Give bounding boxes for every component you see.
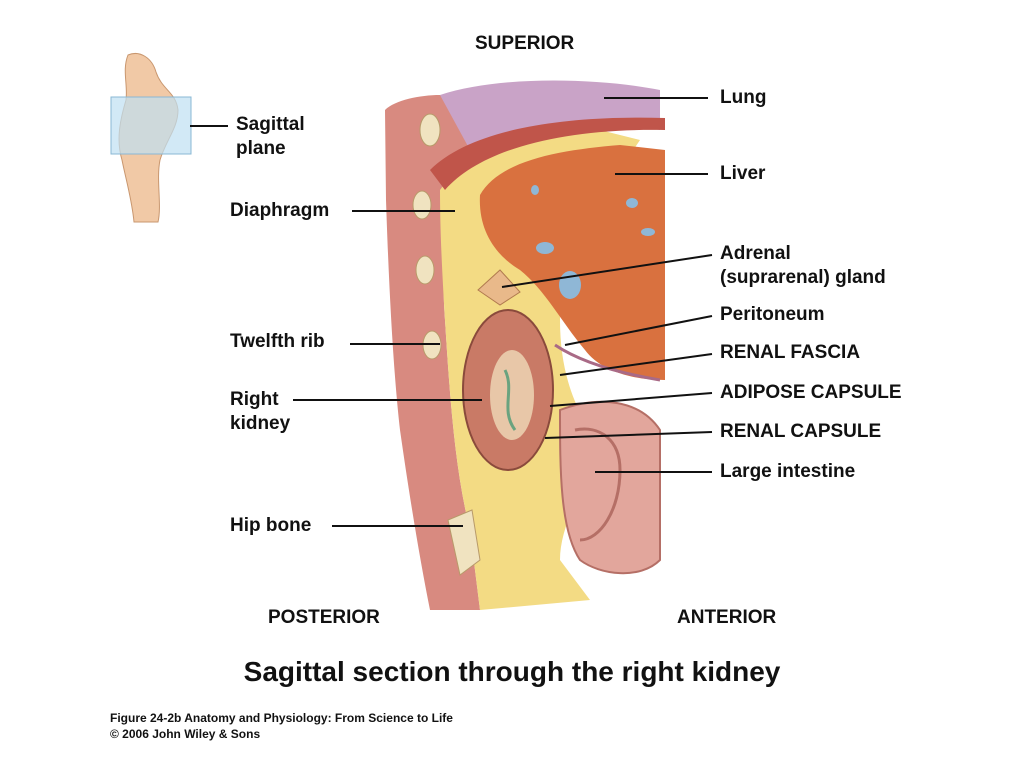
label-diaphragm: Diaphragm [230, 200, 330, 221]
label-adrenal-line2: (suprarenal) gland [720, 267, 886, 288]
orientation-superior: SUPERIOR [475, 33, 575, 54]
leader-adrenal [501, 254, 713, 288]
leader-renal-capsule [544, 431, 713, 439]
label-lung: Lung [720, 87, 767, 108]
label-renal-fascia: RENAL FASCIA [720, 342, 861, 363]
body-figure-inset [110, 53, 192, 223]
label-adipose-capsule: ADIPOSE CAPSULE [720, 382, 902, 403]
label-sagittal-line1: Sagittal [236, 114, 305, 135]
leader-renal-fascia [559, 353, 713, 376]
label-large-intestine: Large intestine [720, 461, 856, 482]
large-intestine-shape [558, 400, 661, 575]
label-peritoneum: Peritoneum [720, 304, 825, 325]
label-twelfth-rib: Twelfth rib [230, 331, 325, 352]
label-renal-capsule: RENAL CAPSULE [720, 421, 882, 442]
figure-credit-line2: © 2006 John Wiley & Sons [110, 727, 261, 741]
orientation-anterior: ANTERIOR [677, 607, 777, 628]
leader-adipose-capsule [549, 392, 713, 407]
orientation-posterior: POSTERIOR [268, 607, 380, 628]
adrenal-shape [477, 269, 521, 306]
diaphragm-band [430, 117, 665, 190]
figure-credit-line1: Figure 24-2b Anatomy and Physiology: Fro… [110, 711, 453, 725]
label-liver: Liver [720, 163, 766, 184]
leader-peritoneum [564, 315, 713, 346]
sagittal-plane-rect [110, 96, 192, 155]
label-hip-bone: Hip bone [230, 515, 312, 536]
label-right-kidney-line2: kidney [230, 413, 291, 434]
label-adrenal-line1: Adrenal [720, 243, 791, 264]
label-adrenal-gland: Adrenal (suprarenal) gland [720, 242, 886, 290]
label-right-kidney: Right kidney [230, 388, 290, 436]
lung-region [440, 80, 660, 160]
section-illustration [385, 80, 665, 610]
leader-lines [293, 97, 713, 527]
liver-region [479, 145, 665, 380]
label-sagittal-line2: plane [236, 138, 286, 159]
peritoneum-line [554, 343, 661, 382]
figure-title: Sagittal section through the right kidne… [243, 656, 781, 687]
label-sagittal-plane: Sagittal plane [236, 113, 305, 161]
label-right-kidney-line1: Right [230, 389, 279, 410]
